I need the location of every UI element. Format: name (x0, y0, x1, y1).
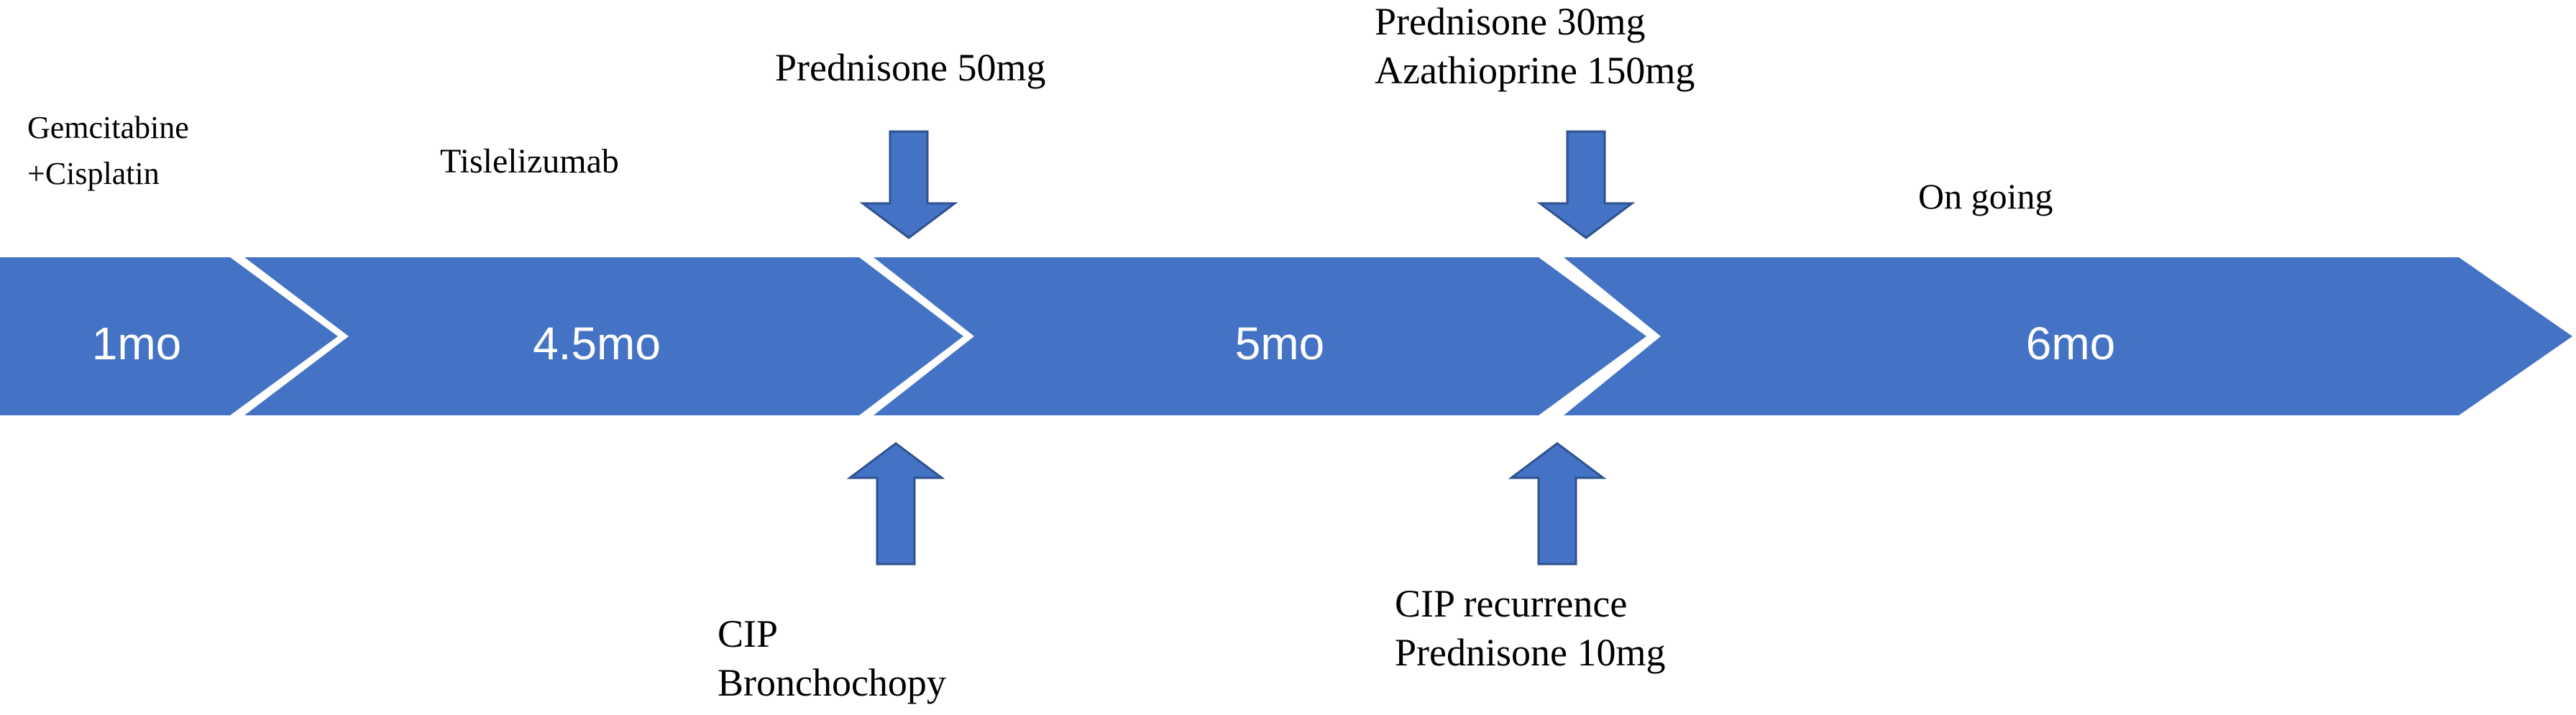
event-top-2-line-1: Prednisone 30mg (1375, 0, 1645, 43)
arrow-up-icon (846, 442, 945, 566)
segment-4-label: On going (1918, 176, 2053, 216)
timeline-segment-1 (0, 257, 338, 415)
timeline-segment-3 (874, 257, 1646, 415)
segment-2-duration: 4.5mo (533, 318, 661, 369)
arrow-down-icon (859, 130, 958, 239)
segment-3-duration: 5mo (1235, 318, 1325, 369)
segment-4-duration: 6mo (2026, 318, 2116, 369)
arrow-down-icon (1536, 130, 1636, 239)
segment-1-label-line-2: +Cisplatin (27, 156, 160, 191)
timeline-segment-2 (244, 257, 963, 415)
event-bottom-2-line-2: Prednisone 10mg (1395, 631, 1665, 674)
event-bottom-1-line-1: CIP (718, 612, 778, 655)
segment-1-label-line-1: Gemcitabine (27, 110, 189, 145)
event-top-1-line-1: Prednisone 50mg (775, 46, 1045, 89)
timeline-segment-4 (1564, 257, 2572, 415)
event-top-2-line-2: Azathioprine 150mg (1375, 49, 1695, 92)
arrow-up-icon (1508, 442, 1607, 566)
event-bottom-1-line-2: Bronchochopy (718, 661, 946, 704)
segment-2-label: Tislelizumab (440, 142, 619, 180)
event-bottom-2-line-1: CIP recurrence (1395, 582, 1627, 625)
segment-1-duration: 1mo (92, 318, 182, 369)
